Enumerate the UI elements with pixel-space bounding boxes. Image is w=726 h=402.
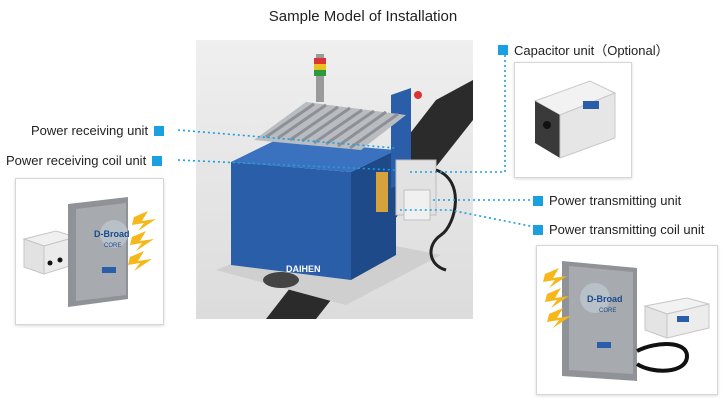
coil-brand-sub: CORE [104, 243, 121, 249]
label-power-transmitting-coil-unit: Power transmitting coil unit [533, 222, 704, 237]
capacitor-unit-photo [514, 62, 632, 178]
coil-brand-text: D-Broad [94, 229, 130, 239]
marker-square-icon [154, 125, 165, 136]
label-power-receiving-unit: Power receiving unit [31, 123, 165, 138]
marker-square-icon [533, 195, 543, 206]
agv-illustration: DAIHEN [196, 40, 473, 319]
marker-square-icon [152, 155, 163, 166]
marker-square-icon [498, 44, 508, 55]
energy-bolt-icon [128, 211, 156, 271]
power-transmitting-coil-unit-photo: D-Broad CORE [536, 245, 718, 395]
marker-square-icon [533, 224, 543, 235]
energy-bolt-icon [543, 268, 571, 328]
power-receiving-coil-unit-photo: D-Broad CORE [15, 178, 164, 325]
label-power-transmitting-unit: Power transmitting unit [533, 193, 681, 208]
label-power-receiving-coil-unit: Power receiving coil unit [6, 153, 163, 168]
agv-maker-logo: DAIHEN [286, 264, 321, 274]
page-title: Sample Model of Installation [268, 8, 458, 25]
signal-tower [316, 54, 324, 102]
tx-coil-brand-text: D-Broad [587, 294, 623, 304]
agv-body [231, 162, 351, 280]
tx-coil-brand-sub: CORE [599, 308, 616, 314]
label-capacitor-unit: Capacitor unit（Optional） [498, 40, 669, 59]
